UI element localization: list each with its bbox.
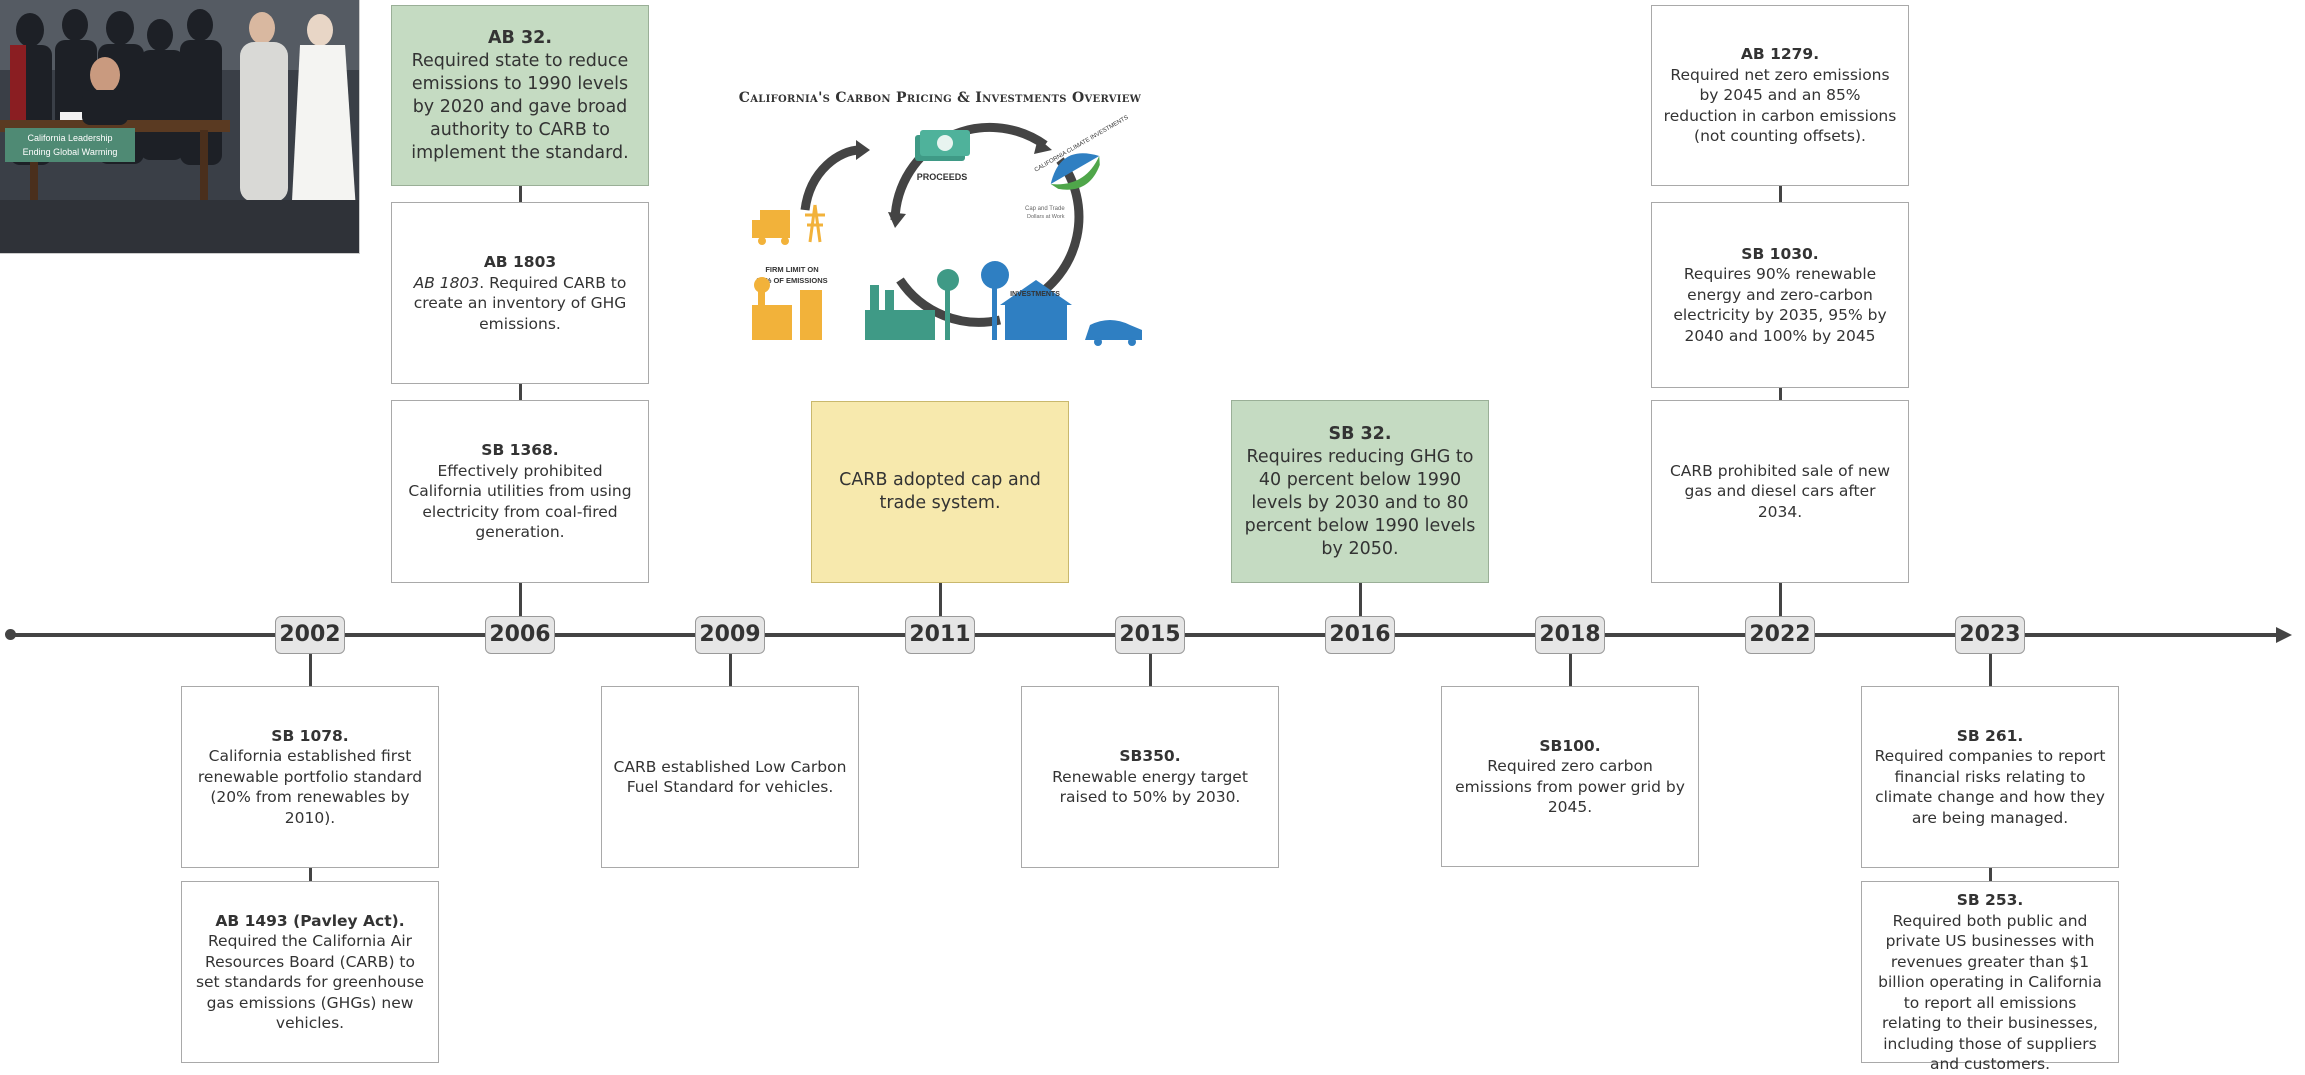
card-title: SB 253.: [1956, 891, 2024, 909]
card-sb1030: SB 1030. Requires 90% renewable energy a…: [1651, 202, 1909, 388]
connector: [1359, 582, 1362, 616]
card-body: Required the California Air Resources Bo…: [195, 932, 425, 1032]
card-body: Required companies to report financial r…: [1874, 747, 2106, 827]
connector: [1989, 867, 1992, 881]
card-cap-and-trade: CARB adopted cap and trade system.: [811, 401, 1069, 583]
card-ab1493: AB 1493 (Pavley Act). Required the Calif…: [181, 881, 439, 1063]
card-body: Requires reducing GHG to 40 percent belo…: [1244, 446, 1476, 559]
year-2016: 2016: [1325, 616, 1395, 654]
connector: [519, 582, 522, 616]
card-body: Renewable energy target raised to 50% by…: [1052, 767, 1248, 807]
timeline-arrow-head: [2276, 627, 2292, 643]
year-2023: 2023: [1955, 616, 2025, 654]
connector: [1779, 582, 1782, 616]
label-firm-limit-1: FIRM LIMIT ON: [765, 265, 818, 274]
connector: [519, 185, 522, 202]
card-lcfs: CARB established Low Carbon Fuel Standar…: [601, 686, 859, 868]
card-title: AB 32.: [488, 27, 552, 48]
banner-line-1: California Leadership: [27, 133, 112, 143]
card-body: CARB prohibited sale of new gas and dies…: [1669, 461, 1890, 521]
card-sb261: SB 261. Required companies to report fin…: [1861, 686, 2119, 868]
card-sb32: SB 32. Requires reducing GHG to 40 perce…: [1231, 400, 1489, 583]
infographic-title: California's Carbon Pricing & Investment…: [738, 90, 1142, 106]
banner-line-2: Ending Global Warming: [23, 147, 118, 157]
year-2006: 2006: [485, 616, 555, 654]
label-investments: INVESTMENTS: [1010, 291, 1060, 298]
connector: [1779, 387, 1782, 400]
card-body: CARB established Low Carbon Fuel Standar…: [613, 757, 847, 797]
card-title: AB 1803: [483, 253, 557, 271]
card-body: Required net zero emissions by 2045 and …: [1663, 65, 1897, 146]
connector: [939, 582, 942, 616]
photo-illustration: California Leadership Ending Global Warm…: [0, 0, 359, 253]
year-2015: 2015: [1115, 616, 1185, 654]
card-sb1368: SB 1368. Effectively prohibited Californ…: [391, 400, 649, 583]
connector: [309, 867, 312, 881]
card-title: SB 261.: [1956, 726, 2024, 745]
cycle-diagram: PROCEEDS CALIFORNIA CLIMATE INVESTMENTS …: [752, 115, 1142, 346]
card-ab1279: AB 1279. Required net zero emissions by …: [1651, 5, 1909, 186]
card-sb350: SB350. Renewable energy target raised to…: [1021, 686, 1279, 868]
connector: [1569, 654, 1572, 686]
year-2022: 2022: [1745, 616, 1815, 654]
card-body: CARB adopted cap and trade system.: [839, 470, 1041, 513]
card-sb1078: SB 1078. California established first re…: [181, 686, 439, 868]
year-2009: 2009: [695, 616, 765, 654]
card-body: Required state to reduce emissions to 19…: [411, 50, 629, 163]
card-title: SB350.: [1119, 747, 1181, 766]
card-body: Required both public and private US busi…: [1878, 911, 2102, 1074]
card-body: Requires 90% renewable energy and zero-c…: [1673, 265, 1887, 345]
card-body-italic: AB 1803: [413, 273, 480, 292]
card-title: SB100.: [1539, 736, 1601, 755]
label-cap-trade-2: Dollars at Work: [1027, 214, 1065, 220]
year-2018: 2018: [1535, 616, 1605, 654]
connector: [309, 654, 312, 686]
label-cap-trade-1: Cap and Trade: [1025, 206, 1065, 212]
year-2011: 2011: [905, 616, 975, 654]
connector: [1779, 185, 1782, 202]
connector: [1149, 654, 1152, 686]
card-body: Required zero carbon emissions from powe…: [1455, 757, 1685, 816]
card-body: California established first renewable p…: [197, 747, 423, 827]
card-carb-cars: CARB prohibited sale of new gas and dies…: [1651, 400, 1909, 583]
card-ab1803: AB 1803 AB 1803. Required CARB to create…: [391, 202, 649, 384]
connector: [1989, 654, 1992, 686]
label-firm-limit-2: 80% OF EMISSIONS: [756, 276, 827, 285]
card-body: AB 1803. Required CARB to create an inve…: [402, 273, 638, 335]
card-sb253: SB 253. Required both public and private…: [1861, 881, 2119, 1073]
card-ab32: AB 32. Required state to reduce emission…: [391, 5, 649, 186]
card-sb100: SB100. Required zero carbon emissions fr…: [1441, 686, 1699, 867]
connector: [729, 654, 732, 686]
card-title: SB 1368.: [481, 441, 559, 460]
card-title: SB 1030.: [1741, 244, 1819, 263]
card-title: AB 1279.: [1740, 45, 1820, 64]
card-title: SB 1078.: [271, 726, 349, 745]
card-body: Effectively prohibited California utilit…: [408, 461, 632, 542]
connector: [519, 383, 522, 400]
label-proceeds: PROCEEDS: [917, 172, 968, 182]
carbon-pricing-infographic: California's Carbon Pricing & Investment…: [730, 80, 1150, 370]
signing-ceremony-photo: California Leadership Ending Global Warm…: [0, 0, 360, 254]
card-body-rest: . Required CARB to create an inventory o…: [413, 273, 627, 333]
card-title: AB 1493 (Pavley Act).: [215, 911, 405, 930]
card-title: SB 32.: [1328, 423, 1392, 444]
year-2002: 2002: [275, 616, 345, 654]
